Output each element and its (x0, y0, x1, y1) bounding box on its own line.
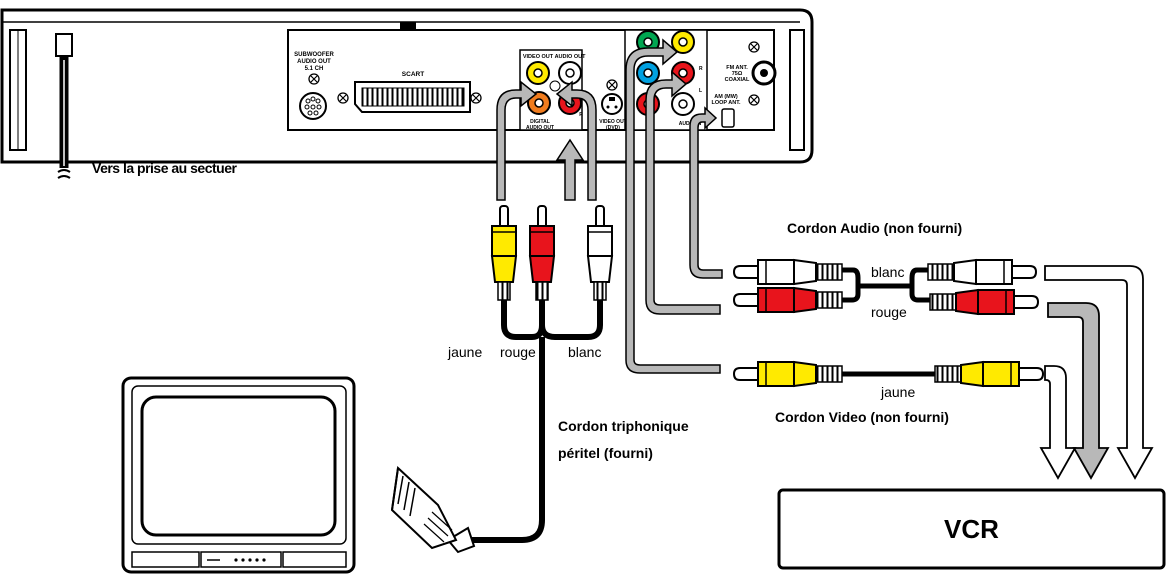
rca-plug-audio-white-right (927, 258, 1038, 286)
vcr-arrows (1039, 265, 1154, 480)
digital-audio-label-1: DIGITAL (530, 119, 550, 125)
scart-cord-label-2: péritel (fourni) (558, 445, 653, 461)
output-arrows (496, 80, 597, 201)
svideo-connector: VIDEO OUT (DVD) (599, 79, 627, 131)
blanc-label-left: blanc (568, 344, 602, 360)
subwoofer-connector: SUBWOOFER AUDIO OUT 5.1 CH (294, 52, 334, 120)
vcr-label: VCR (944, 514, 999, 544)
video-cord-label: Cordon Video (non fourni) (775, 409, 949, 425)
scart-cord-label-1: Cordon triphonique (558, 418, 689, 434)
blanc-label-right: blanc (871, 264, 905, 280)
antenna-connectors: FM ANT. 75Ω COAXIAL AM (MW) LOOP ANT. (711, 41, 777, 128)
audio-out-label: AUDIO OUT (555, 54, 587, 60)
video-out-label: VIDEO OUT (523, 54, 554, 60)
input-arrows (625, 38, 723, 374)
rca-plug-red (528, 205, 556, 301)
audio-out-r-label: R (579, 112, 583, 118)
svideo-label-1: VIDEO OUT (599, 119, 627, 125)
rca-plug-video-yellow-right (934, 360, 1045, 388)
rca-plug-audio-red-left (732, 286, 843, 314)
rca-plug-audio-red-right (929, 288, 1040, 316)
subwoofer-label-2: AUDIO OUT (297, 59, 331, 65)
power-cord (55, 33, 73, 179)
am-ant-label-2: LOOP ANT. (711, 100, 741, 106)
rca-plug-audio-white-left (732, 258, 843, 286)
am-ant-label-1: AM (MW) (714, 94, 738, 100)
jaune-label-right: jaune (881, 384, 916, 400)
subwoofer-label-3: 5.1 CH (305, 66, 324, 72)
rca-plug-white (586, 205, 614, 301)
subwoofer-label-1: SUBWOOFER (294, 52, 334, 58)
rouge-label-left: rouge (500, 344, 536, 360)
audio-in-r-label: R (699, 66, 703, 72)
power-cord-label: Vers la prise au sectuer (92, 160, 237, 176)
vcr-box (777, 488, 1166, 570)
rca-plug-video-yellow-left (732, 360, 843, 388)
audio-cord-label: Cordon Audio (non fourni) (787, 220, 963, 236)
scart-label: SCART (402, 71, 424, 78)
rouge-label-right: rouge (871, 304, 907, 320)
svideo-label-2: (DVD) (606, 125, 620, 131)
fm-ant-label-2: 75Ω (732, 71, 743, 77)
rca-plug-yellow (490, 205, 518, 301)
audio-in-l-label: L (699, 88, 702, 94)
fm-ant-label-1: FM ANT. (726, 65, 748, 71)
tv-set (121, 376, 356, 574)
scart-cable (390, 298, 603, 554)
audio-cord (842, 267, 930, 303)
digital-audio-label-2: AUDIO OUT (526, 125, 554, 131)
scart-connector: SCART (337, 71, 482, 113)
fm-ant-label-3: COAXIAL (725, 77, 750, 83)
jaune-label-left: jaune (448, 344, 483, 360)
